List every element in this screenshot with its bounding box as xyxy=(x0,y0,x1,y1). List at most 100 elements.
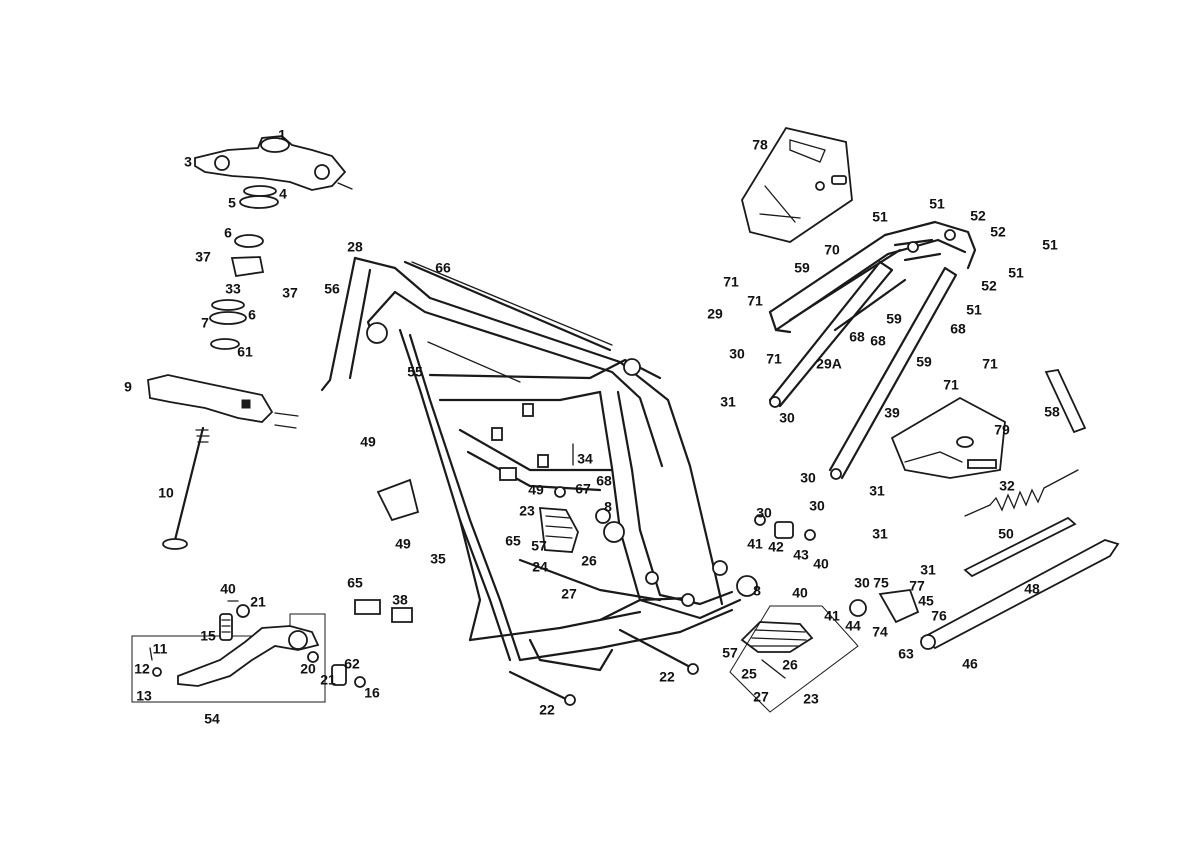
callout-26: 26 xyxy=(581,553,597,569)
callout-20: 20 xyxy=(300,661,316,677)
callout-16: 16 xyxy=(364,685,380,701)
callout-6: 6 xyxy=(224,225,232,241)
callout-22: 22 xyxy=(659,669,675,685)
callout-71: 71 xyxy=(982,356,998,372)
frame-rods xyxy=(403,260,699,706)
callout-57: 57 xyxy=(531,538,547,554)
callout-37: 37 xyxy=(195,249,211,265)
callout-5: 5 xyxy=(228,195,236,211)
callout-52: 52 xyxy=(981,278,997,294)
callout-61: 61 xyxy=(237,344,253,360)
callout-22: 22 xyxy=(539,702,555,718)
callout-51: 51 xyxy=(1008,265,1024,281)
callout-37: 37 xyxy=(282,285,298,301)
callout-12: 12 xyxy=(134,661,150,677)
callout-51: 51 xyxy=(872,209,888,225)
callout-59: 59 xyxy=(794,260,810,276)
lower-triple-clamp xyxy=(147,374,299,429)
callout-35: 35 xyxy=(430,551,446,567)
callout-68: 68 xyxy=(870,333,886,349)
side-stand xyxy=(920,516,1120,650)
callout-29: 29 xyxy=(707,306,723,322)
callout-56: 56 xyxy=(324,281,340,297)
kickstart-group xyxy=(131,600,366,703)
upper-triple-clamp xyxy=(194,135,353,191)
callout-8: 8 xyxy=(604,499,612,515)
steering-bearing-parts xyxy=(209,185,279,350)
callout-42: 42 xyxy=(768,539,784,555)
callout-40: 40 xyxy=(220,581,236,597)
callout-40: 40 xyxy=(792,585,808,601)
callout-30: 30 xyxy=(729,346,745,362)
callout-55: 55 xyxy=(407,364,423,380)
callout-21: 21 xyxy=(250,594,266,610)
callout-29A: 29A xyxy=(816,356,842,372)
callout-13: 13 xyxy=(136,688,152,704)
callout-31: 31 xyxy=(720,394,736,410)
chain-slider xyxy=(1044,368,1087,434)
callout-6: 6 xyxy=(248,307,256,323)
number-plate-holder xyxy=(741,126,853,243)
callout-77: 77 xyxy=(909,578,925,594)
callout-68: 68 xyxy=(950,321,966,337)
callout-10: 10 xyxy=(158,485,174,501)
callout-71: 71 xyxy=(943,377,959,393)
callout-30: 30 xyxy=(809,498,825,514)
callout-74: 74 xyxy=(872,624,888,640)
callout-65: 65 xyxy=(347,575,363,591)
callout-65: 65 xyxy=(505,533,521,549)
callout-41: 41 xyxy=(824,608,840,624)
callout-9: 9 xyxy=(124,379,132,395)
callout-7: 7 xyxy=(201,315,209,331)
callout-27: 27 xyxy=(561,586,577,602)
callout-25: 25 xyxy=(741,666,757,682)
callout-21: 21 xyxy=(320,672,336,688)
main-frame xyxy=(320,256,758,672)
steering-stem xyxy=(162,426,210,550)
callout-57: 57 xyxy=(722,645,738,661)
callout-30: 30 xyxy=(779,410,795,426)
callout-26: 26 xyxy=(782,657,798,673)
callout-63: 63 xyxy=(898,646,914,662)
callout-46: 46 xyxy=(962,656,978,672)
callout-30: 30 xyxy=(756,505,772,521)
callout-45: 45 xyxy=(918,593,934,609)
callout-58: 58 xyxy=(1044,404,1060,420)
callout-59: 59 xyxy=(916,354,932,370)
callout-75: 75 xyxy=(873,575,889,591)
callout-48: 48 xyxy=(1024,581,1040,597)
callout-31: 31 xyxy=(869,483,885,499)
stand-bracket xyxy=(754,514,920,624)
callout-4: 4 xyxy=(279,186,287,202)
callout-41: 41 xyxy=(747,536,763,552)
callout-66: 66 xyxy=(435,260,451,276)
side-stand-spring xyxy=(964,469,1079,517)
callout-51: 51 xyxy=(1042,237,1058,253)
callout-39: 39 xyxy=(884,405,900,421)
callout-31: 31 xyxy=(872,526,888,542)
footrest-right xyxy=(729,605,859,713)
callout-54: 54 xyxy=(204,711,220,727)
callout-23: 23 xyxy=(519,503,535,519)
callout-28: 28 xyxy=(347,239,363,255)
callout-1: 1 xyxy=(278,127,286,143)
callout-27: 27 xyxy=(753,689,769,705)
callout-51: 51 xyxy=(966,302,982,318)
callout-51: 51 xyxy=(929,196,945,212)
callout-30: 30 xyxy=(854,575,870,591)
callout-49: 49 xyxy=(395,536,411,552)
callout-50: 50 xyxy=(998,526,1014,542)
callout-34: 34 xyxy=(577,451,593,467)
callout-33: 33 xyxy=(225,281,241,297)
callout-31: 31 xyxy=(920,562,936,578)
callout-52: 52 xyxy=(990,224,1006,240)
callout-8: 8 xyxy=(753,583,761,599)
callout-40: 40 xyxy=(813,556,829,572)
callout-78: 78 xyxy=(752,137,768,153)
callout-38: 38 xyxy=(392,592,408,608)
callout-24: 24 xyxy=(532,559,548,575)
callout-3: 3 xyxy=(184,154,192,170)
callout-30: 30 xyxy=(800,470,816,486)
callout-11: 11 xyxy=(153,641,168,657)
